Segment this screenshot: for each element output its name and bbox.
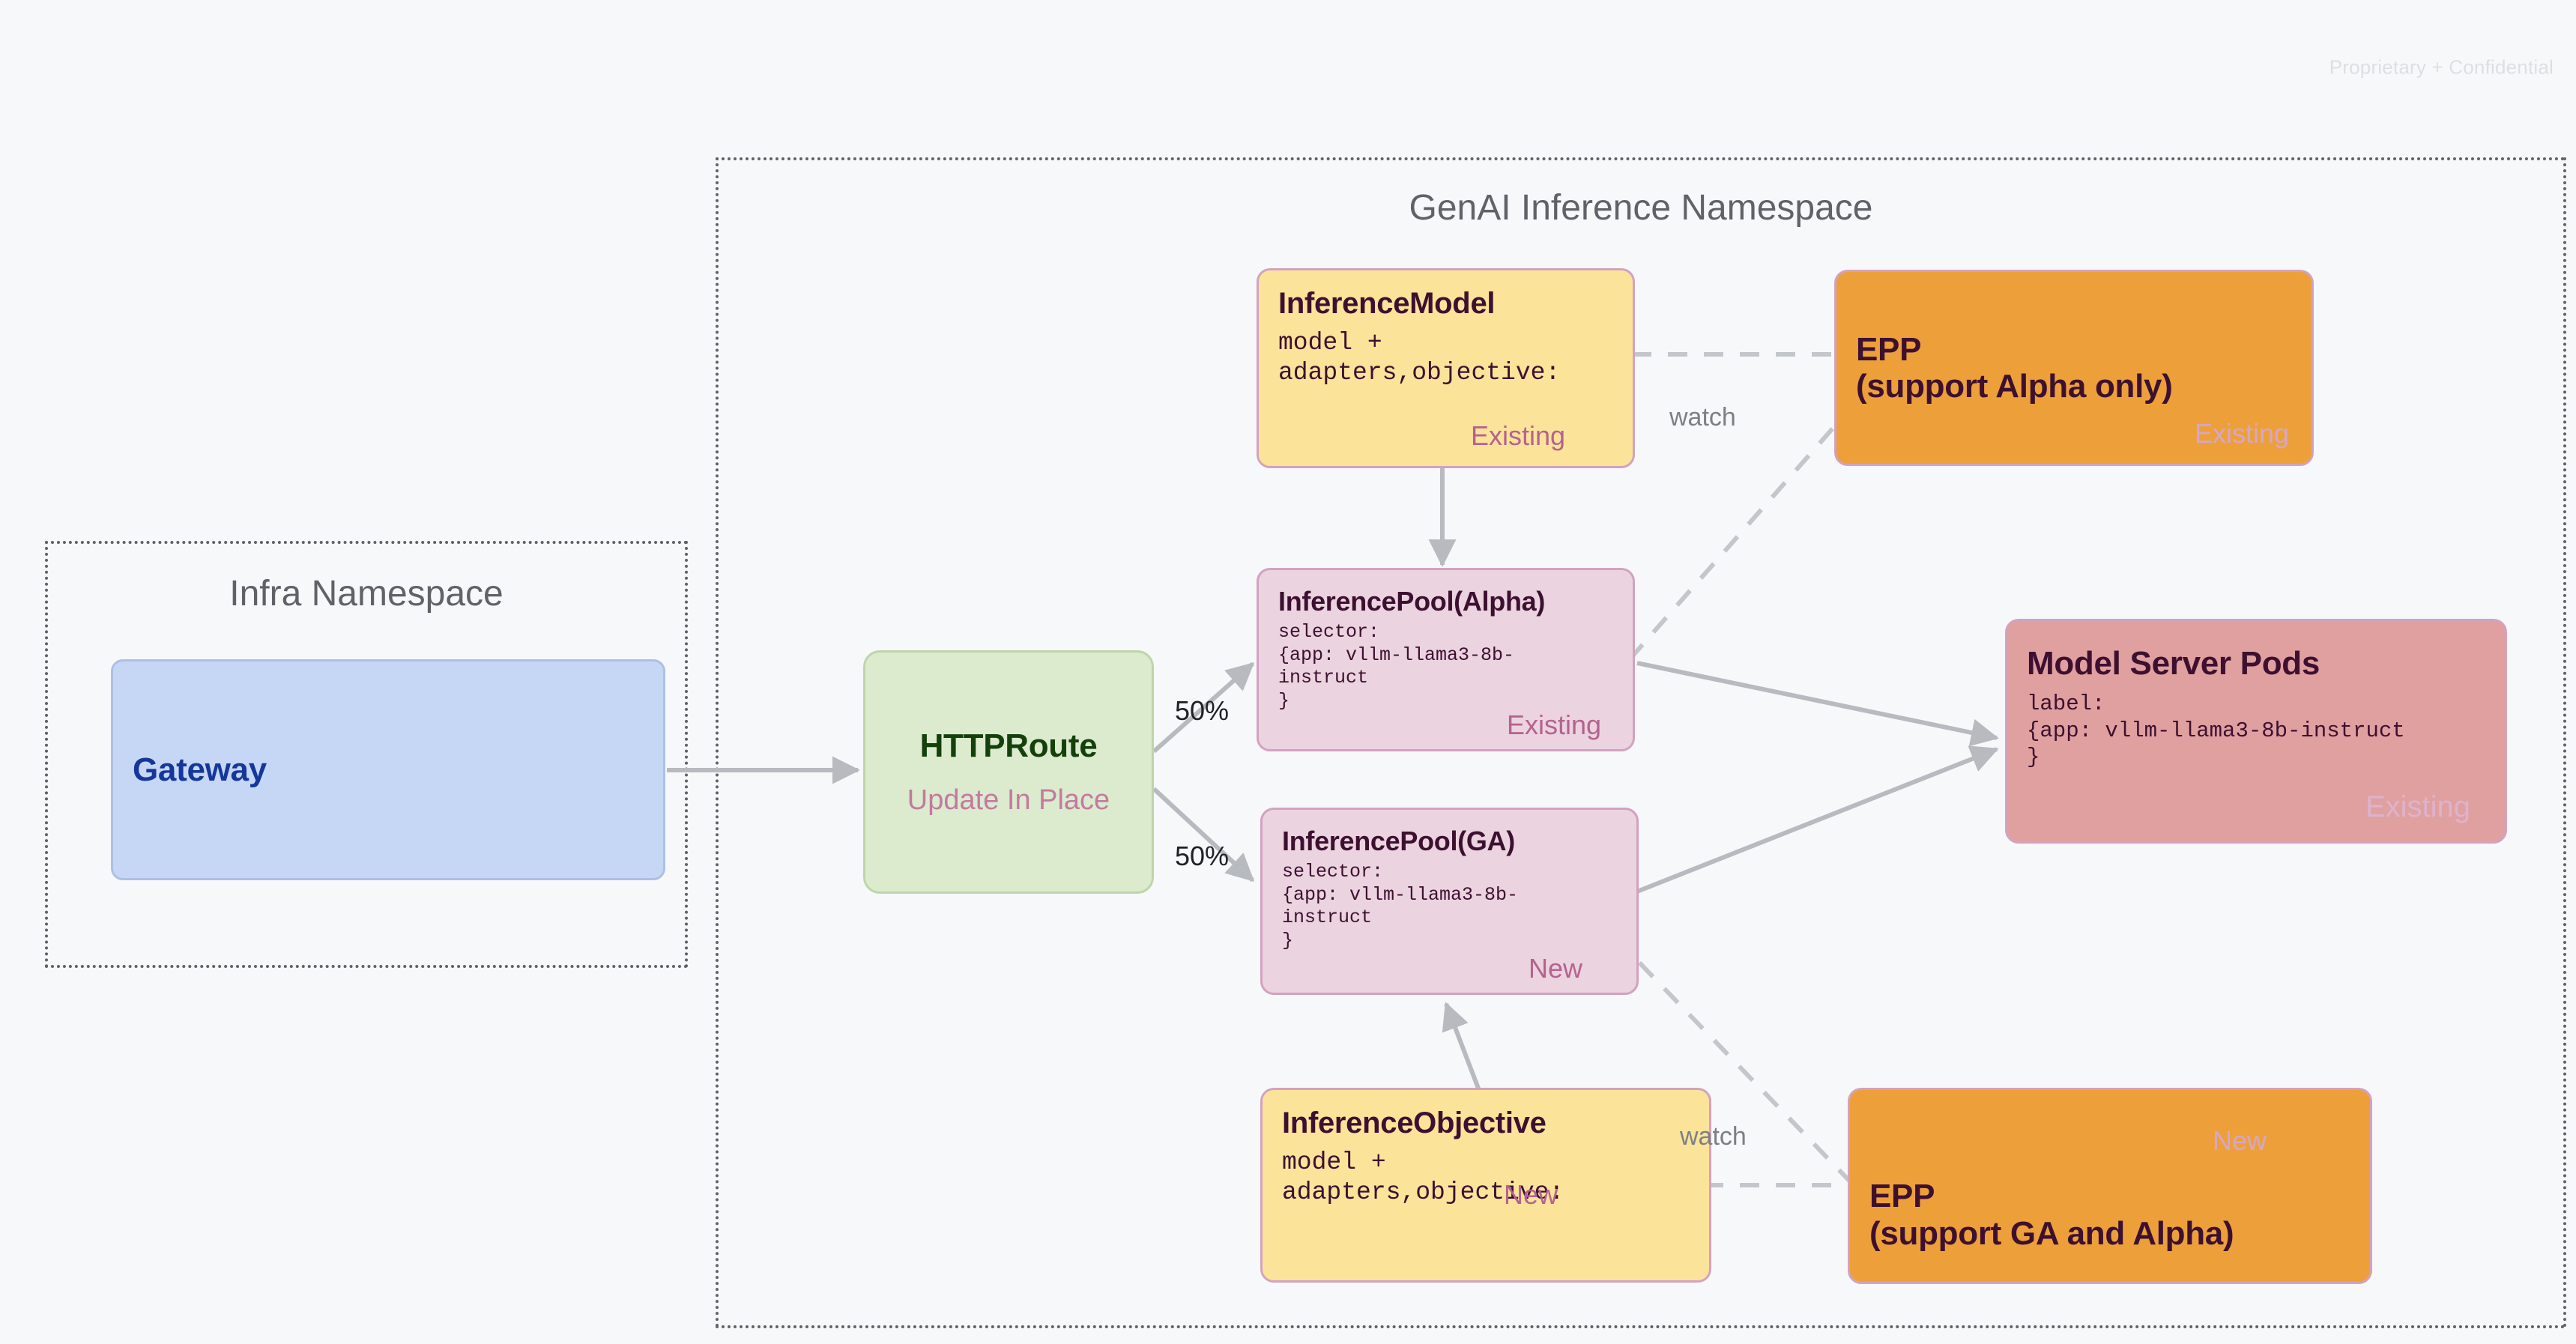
edge-label-watch-top: watch [1669, 403, 1736, 432]
node-gateway[interactable]: Gateway [111, 659, 665, 880]
epp-ga-badge: New [2212, 1125, 2267, 1156]
inference-objective-badge: New [1504, 1179, 1558, 1210]
httproute-title: HTTPRoute [919, 727, 1098, 765]
inference-objective-body: model + adapters,objective: [1282, 1148, 1564, 1207]
model-server-pods-title: Model Server Pods [2027, 645, 2320, 682]
gateway-title: Gateway [133, 751, 267, 788]
epp-alpha-title: EPP (support Alpha only) [1856, 330, 2173, 405]
epp-alpha-badge: Existing [2194, 418, 2289, 449]
confidential-notice: Proprietary + Confidential [2329, 55, 2554, 79]
edge-label-split-bottom: 50% [1175, 841, 1230, 871]
inference-pool-ga-title: InferencePool(GA) [1282, 826, 1515, 856]
node-epp-ga[interactable]: EPP (support GA and Alpha) New [1848, 1088, 2372, 1284]
model-server-pods-badge: Existing [2365, 790, 2470, 823]
inference-model-title: InferenceModel [1278, 287, 1496, 320]
model-server-pods-body: label: {app: vllm-llama3-8b-instruct } [2027, 691, 2405, 770]
inference-pool-ga-body: selector: {app: vllm-llama3-8b-instruct … [1282, 861, 1519, 951]
httproute-subtitle: Update In Place [907, 784, 1110, 816]
infra-namespace-container [45, 541, 688, 968]
node-model-server-pods[interactable]: Model Server Pods label: {app: vllm-llam… [2005, 619, 2507, 844]
inference-model-body: model + adapters,objective: [1278, 328, 1561, 387]
node-epp-alpha[interactable]: EPP (support Alpha only) Existing [1834, 270, 2314, 466]
genai-namespace-title: GenAI Inference Namespace [1409, 188, 1873, 228]
node-inference-objective[interactable]: InferenceObjective model + adapters,obje… [1260, 1088, 1711, 1283]
genai-namespace-container [716, 157, 2566, 1328]
infra-namespace-title: Infra Namespace [229, 574, 504, 614]
node-inference-pool-alpha[interactable]: InferencePool(Alpha) selector: {app: vll… [1257, 568, 1635, 751]
inference-pool-alpha-title: InferencePool(Alpha) [1278, 586, 1546, 617]
edge-label-watch-bottom: watch [1680, 1122, 1747, 1151]
inference-pool-alpha-badge: Existing [1506, 709, 1601, 740]
epp-ga-title: EPP (support GA and Alpha) [1869, 1178, 2234, 1252]
node-httproute[interactable]: HTTPRoute Update In Place [863, 650, 1154, 894]
edge-label-split-top: 50% [1175, 695, 1230, 726]
inference-pool-alpha-body: selector: {app: vllm-llama3-8b-instruct … [1278, 621, 1515, 712]
node-inference-model[interactable]: InferenceModel model + adapters,objectiv… [1257, 268, 1635, 468]
node-inference-pool-ga[interactable]: InferencePool(GA) selector: {app: vllm-l… [1260, 808, 1639, 995]
inference-objective-title: InferenceObjective [1282, 1107, 1546, 1139]
inference-pool-ga-badge: New [1528, 953, 1582, 984]
inference-model-badge: Existing [1470, 420, 1565, 451]
